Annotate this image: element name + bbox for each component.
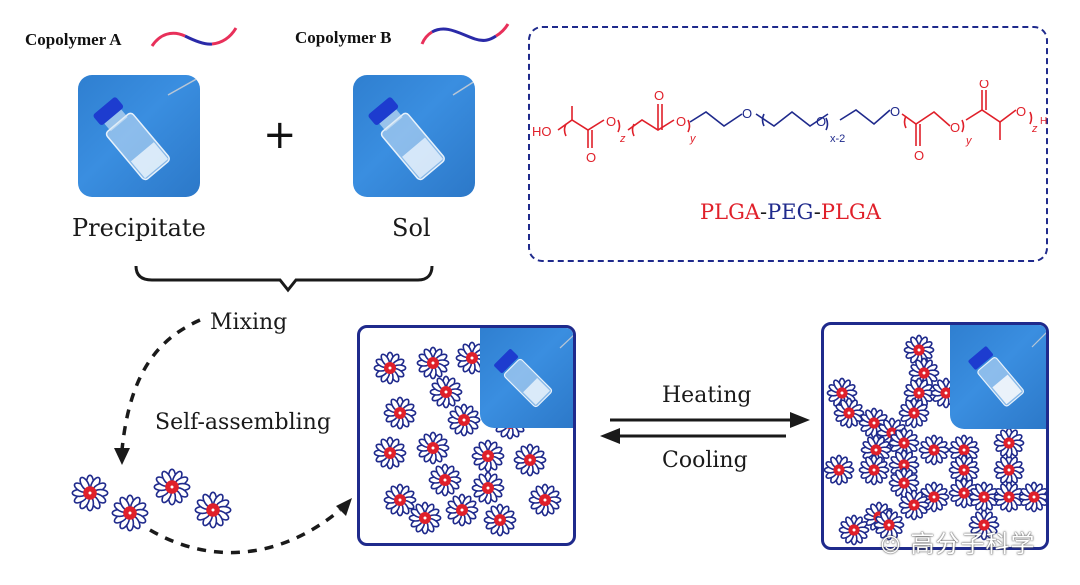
atom-o: O — [914, 148, 924, 163]
plga-peg-plga-structure: HO O O z O O y O O x-2 O — [532, 80, 1047, 165]
gel-state-box — [821, 322, 1049, 550]
micelle-icon — [373, 436, 407, 470]
micelle-icon — [383, 396, 417, 430]
micelle-icon — [968, 509, 1000, 541]
micelle-icon — [428, 463, 462, 497]
mixing-bracket — [134, 265, 434, 293]
micelle-icon — [968, 481, 1000, 513]
micelle-icon — [111, 494, 149, 532]
sol-vial-photo — [353, 75, 475, 197]
polymer-name: PLGA-PEG-PLGA — [700, 200, 881, 224]
plga-left-text: PLGA — [700, 200, 761, 224]
cooling-label: Cooling — [662, 448, 748, 473]
micelle-icon — [918, 434, 950, 466]
micelle-icon — [373, 351, 407, 385]
micelle-icon — [858, 454, 890, 486]
copolymer-b-chain-icon — [420, 23, 510, 45]
atom-o: O — [890, 104, 900, 119]
atom-o: O — [742, 106, 752, 121]
atom-o: O — [816, 114, 826, 129]
micelle-icon — [993, 454, 1025, 486]
mixing-arrow-path — [120, 318, 201, 451]
micelle-icon — [471, 471, 505, 505]
plga-right-text: PLGA — [820, 200, 881, 224]
micelle-icon — [153, 468, 191, 506]
micelle-icon — [528, 483, 562, 517]
micelle-icon — [948, 434, 980, 466]
micelle-icon — [898, 489, 930, 521]
copolymer-a-label: Copolymer A — [25, 30, 122, 49]
micelle-icon — [824, 454, 855, 486]
micelle-icon — [838, 514, 870, 546]
micelle-icon — [471, 439, 505, 473]
dashed-arrows — [114, 318, 352, 555]
micelle-icon — [416, 431, 450, 465]
end-group-left: HO — [532, 124, 552, 139]
precipitate-label: Precipitate — [72, 214, 206, 242]
atom-o: O — [950, 120, 960, 135]
micelle-icon — [833, 397, 865, 429]
micelle-icon — [445, 493, 479, 527]
precipitate-vial-photo — [78, 75, 200, 197]
dash: - — [760, 200, 768, 224]
end-group-right: H — [1040, 116, 1047, 127]
micelle-icon — [1018, 481, 1046, 513]
self-assembling-label: Self-assembling — [155, 410, 331, 435]
micelle-icon — [408, 501, 442, 535]
micelle-icon — [903, 334, 935, 366]
sol-micelles — [373, 341, 562, 537]
heating-arrowhead-icon — [790, 412, 810, 428]
gel-state-vial-photo — [950, 325, 1046, 429]
subscript-y-right: y — [965, 135, 973, 147]
micelle-icon — [194, 491, 232, 529]
micelle-icon — [483, 503, 517, 537]
dash: - — [813, 200, 821, 224]
copolymer-a-chain-icon — [150, 27, 238, 47]
subscript-y-left: y — [689, 133, 697, 145]
atom-o: O — [586, 150, 596, 165]
atom-o: O — [1016, 104, 1026, 119]
micelle-icon — [888, 467, 920, 499]
subscript-z-right: z — [1031, 123, 1038, 135]
atom-o: O — [606, 114, 616, 129]
free-micelles — [71, 468, 232, 532]
watermark: ☺ 高分子科学 — [880, 524, 1036, 559]
plus-sign: + — [263, 112, 297, 158]
formula-box — [528, 26, 1048, 262]
micelle-icon — [948, 454, 980, 486]
micelle-icon — [71, 474, 109, 512]
sol-label: Sol — [392, 214, 431, 242]
copolymer-b-label: Copolymer B — [295, 28, 392, 47]
subscript-x: x-2 — [830, 133, 845, 145]
mixing-label: Mixing — [210, 310, 288, 335]
sol-state-vial-photo — [480, 328, 573, 428]
micelle-icon — [513, 443, 547, 477]
wechat-icon: ☺ — [880, 533, 902, 557]
cooling-arrowhead-icon — [600, 428, 620, 444]
micelle-icon — [993, 481, 1025, 513]
watermark-text: 高分子科学 — [910, 530, 1036, 558]
atom-o: O — [979, 80, 989, 91]
equilibrium-arrows — [600, 412, 810, 444]
micelle-icon — [429, 375, 463, 409]
assembling-arrowhead-icon — [336, 498, 352, 516]
micelle-icon — [898, 397, 930, 429]
micelle-icon — [908, 357, 940, 389]
assembling-arrow-path — [149, 508, 342, 555]
peg-text: PEG — [767, 200, 814, 224]
micelle-icon — [447, 403, 481, 437]
sol-state-box — [357, 325, 576, 546]
atom-o: O — [654, 88, 664, 103]
micelle-icon — [993, 427, 1025, 459]
micelle-icon — [455, 341, 489, 375]
micelle-icon — [416, 346, 450, 380]
gel-micelles — [824, 334, 1046, 546]
heating-label: Heating — [662, 383, 752, 408]
atom-o: O — [676, 114, 686, 129]
mixing-arrowhead-icon — [114, 448, 130, 465]
micelle-icon — [383, 483, 417, 517]
micelle-icon — [873, 509, 905, 541]
subscript-z-left: z — [619, 133, 626, 145]
